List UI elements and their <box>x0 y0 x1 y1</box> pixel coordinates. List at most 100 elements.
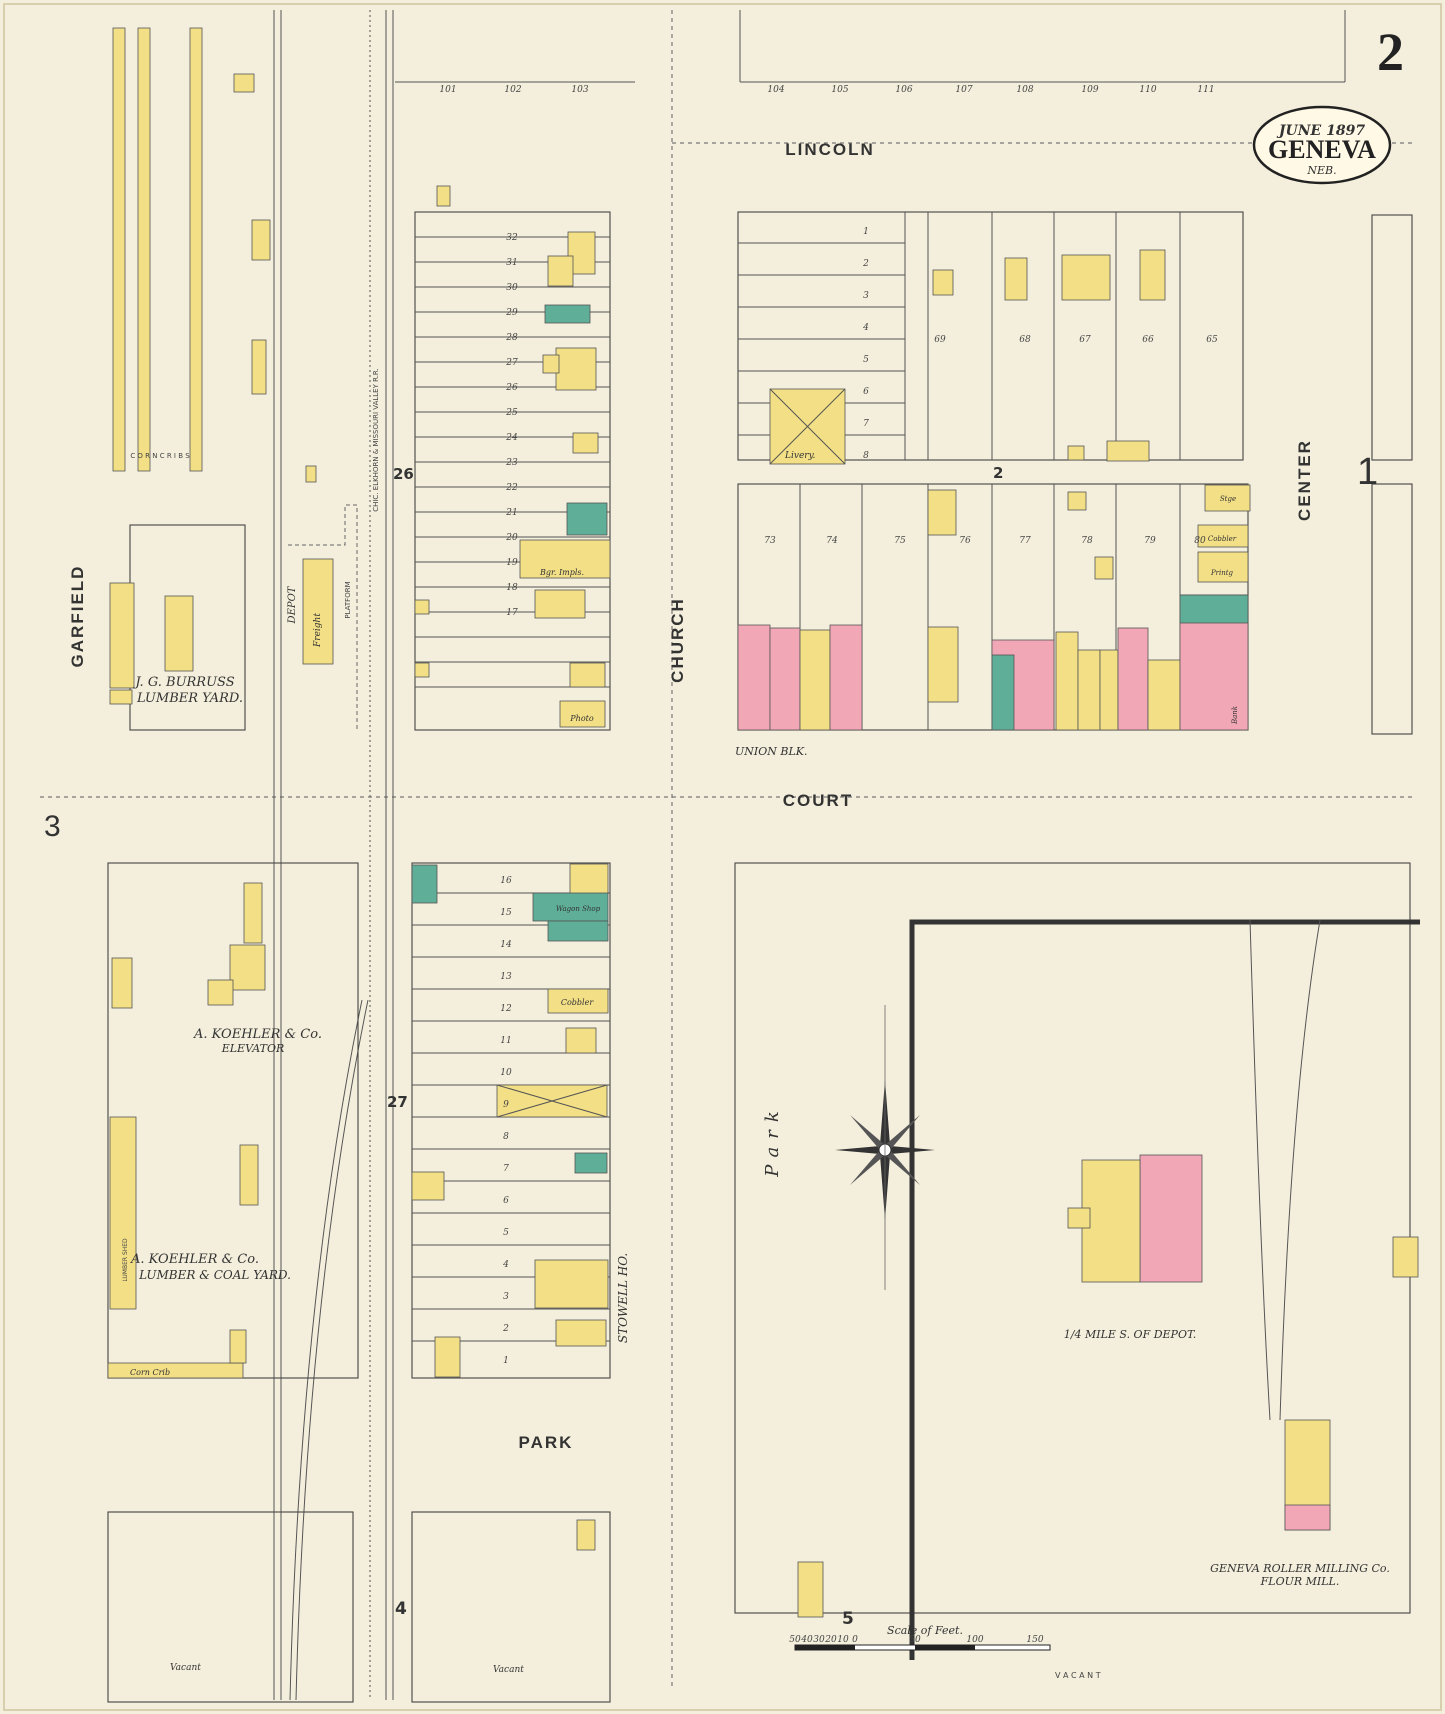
bldg-78-e <box>1067 491 1087 511</box>
sheet-ref-5: 5 <box>842 1609 854 1629</box>
livery-label: Livery. <box>784 451 815 461</box>
platform-label: PLATFORM <box>344 581 352 618</box>
mill-shed <box>1067 1207 1091 1229</box>
block-number-26: 26 <box>393 465 414 483</box>
house-number: 104 <box>767 85 784 95</box>
lot-number: 26 <box>505 383 518 393</box>
corn-cribs-label: C O R N C R I B S <box>130 452 190 460</box>
house-number: 111 <box>1197 85 1214 95</box>
street-garfield: GARFIELD <box>68 565 87 668</box>
street-center: CENTER <box>1295 439 1314 521</box>
center-east-block-2 <box>1371 483 1413 735</box>
scale-tick: 50 <box>789 1635 801 1645</box>
brick-79 <box>1117 627 1149 731</box>
store-78c <box>1099 649 1119 731</box>
lot-number: 67 <box>1079 335 1091 345</box>
lot-number: 22 <box>505 483 518 493</box>
house-number: 107 <box>955 85 972 95</box>
corn-crib-label: Corn Crib <box>130 1368 170 1377</box>
house-number: 102 <box>504 85 521 95</box>
freight-label: Freight <box>313 613 323 648</box>
lot-number: 4 <box>862 323 869 333</box>
dwelling-27c <box>555 1319 607 1347</box>
lot-number: 4 <box>502 1260 509 1270</box>
lot-number: 25 <box>505 408 518 418</box>
flour-mill-frame <box>1081 1159 1141 1283</box>
vacant-label-2: Vacant <box>493 1665 524 1675</box>
lot-number: 73 <box>764 536 776 546</box>
sheet-ref-1: 1 <box>1357 451 1378 493</box>
scale-bar <box>794 1644 1051 1651</box>
lot-number: 2 <box>862 259 869 269</box>
railroad-tracks <box>273 10 394 1701</box>
lot-number: 15 <box>500 908 512 918</box>
bldg-east <box>1392 1236 1419 1278</box>
engine-house <box>1284 1504 1331 1531</box>
lot-number: 20 <box>505 533 518 543</box>
cobblers-80 <box>1197 524 1249 548</box>
lot-number: 24 <box>505 433 518 443</box>
scale-tick: 30 <box>813 1635 825 1645</box>
house-number: 108 <box>1016 85 1033 95</box>
impls-76 <box>927 626 959 703</box>
broom-fac-26 <box>544 304 591 324</box>
lot-number: 29 <box>505 308 518 318</box>
lot-number: 21 <box>505 508 517 518</box>
lot-number: 10 <box>500 1068 512 1078</box>
storage-shed <box>233 73 255 93</box>
koehler-shed <box>239 1144 259 1206</box>
koehler-engine <box>207 979 234 1006</box>
scale-tick: 0 <box>852 1635 858 1645</box>
corn-crib-a <box>112 27 126 472</box>
corn-crib-c <box>189 27 203 472</box>
lot-number: 76 <box>959 536 971 546</box>
bldg-26-i <box>414 662 430 678</box>
lot-number: 18 <box>506 583 518 593</box>
lot-number: 5 <box>503 1228 509 1238</box>
lot-number: 69 <box>934 335 946 345</box>
scale-tick: 10 <box>837 1635 849 1645</box>
lot-number: 6 <box>503 1196 509 1206</box>
house-number: 106 <box>895 85 912 95</box>
burruss-shed <box>109 582 135 689</box>
bldg-26-d <box>555 347 597 391</box>
lot-number: 19 <box>506 558 518 568</box>
dwelling-5 <box>797 1561 824 1618</box>
burruss-lumber-shed <box>164 595 194 672</box>
lot-number: 1 <box>863 227 869 237</box>
corn-crib-b <box>137 27 151 472</box>
vacant-label-1: Vacant <box>170 1663 201 1673</box>
dwelling-69 <box>932 269 954 296</box>
block-2-lot-lines <box>738 212 1181 730</box>
bldg-78-d <box>1094 556 1114 580</box>
scale-tick: 100 <box>966 1635 983 1645</box>
block-4-west <box>107 1511 354 1703</box>
lot-number: 30 <box>506 283 518 293</box>
koehler-elevator-label-2: ELEVATOR <box>221 1042 285 1055</box>
x-bldg-27b <box>411 1171 445 1201</box>
lot-number: 65 <box>1206 335 1218 345</box>
bldg-26-c <box>547 255 574 287</box>
lot-number: 27 <box>505 358 518 368</box>
lot-number: 5 <box>863 355 869 365</box>
vacant-label-3: V A C A N T <box>1055 1671 1101 1680</box>
mill-label: GENEVA ROLLER MILLING Co. <box>1210 1562 1390 1575</box>
union-blk-label: UNION BLK. <box>735 745 807 758</box>
house-number: 101 <box>439 85 456 95</box>
store-74b <box>829 624 863 731</box>
block-4-east <box>411 1511 611 1703</box>
koehler-yard-label-2: LUMBER & COAL YARD. <box>138 1268 291 1282</box>
bank-label: Bank <box>1231 706 1239 725</box>
lot-number: 8 <box>863 451 869 461</box>
dwelling-66 <box>1139 249 1166 301</box>
depot-shed <box>305 465 317 483</box>
burruss-label-2: LUMBER YARD. <box>136 691 243 706</box>
lot-number: 7 <box>863 419 869 429</box>
lot-number: 23 <box>505 458 518 468</box>
photo-bldg <box>559 700 606 728</box>
lot-number: 1 <box>503 1356 509 1366</box>
lot-number: 12 <box>500 1004 512 1014</box>
